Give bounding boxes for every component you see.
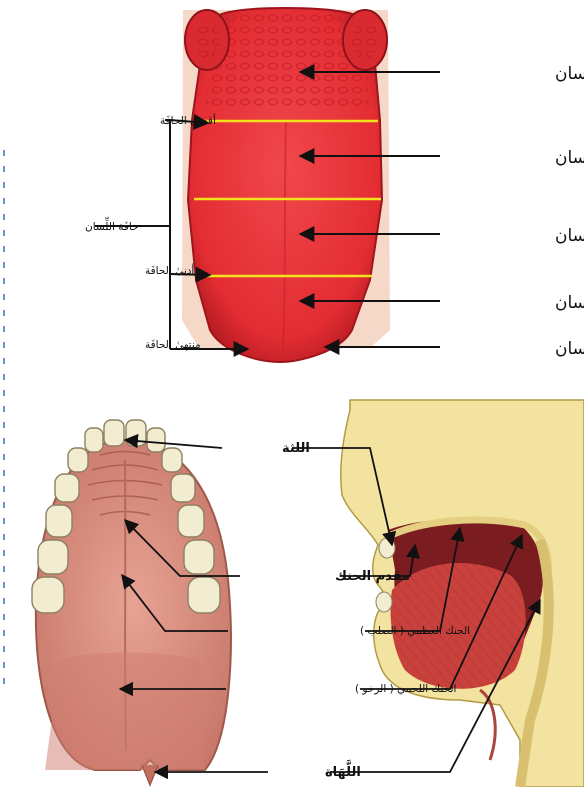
label-tongue-middle: وسط اللِّسان — [555, 219, 584, 246]
label-uvula: اللَّهَاة — [325, 759, 361, 780]
label-tongue-edge: حافَة اللِّسان — [85, 217, 139, 233]
head-section-illustration — [341, 400, 584, 787]
label-edge-near: أدنىٰ الحافَة — [145, 263, 194, 277]
label-tongue-root: جَذْر اللِّسان — [555, 57, 584, 84]
label-tongue-back: أقصىٰ اللِّسان — [555, 141, 584, 168]
tongue-illustration — [182, 8, 390, 362]
label-edge-end: منتهىٰ الحافَة — [145, 339, 201, 351]
label-tongue-tip: رأس اللِّسان — [555, 332, 584, 359]
label-tongue-front: طرف اللِّسان — [555, 286, 584, 313]
label-edge-far: أقصىٰ الحافَة — [160, 113, 216, 127]
